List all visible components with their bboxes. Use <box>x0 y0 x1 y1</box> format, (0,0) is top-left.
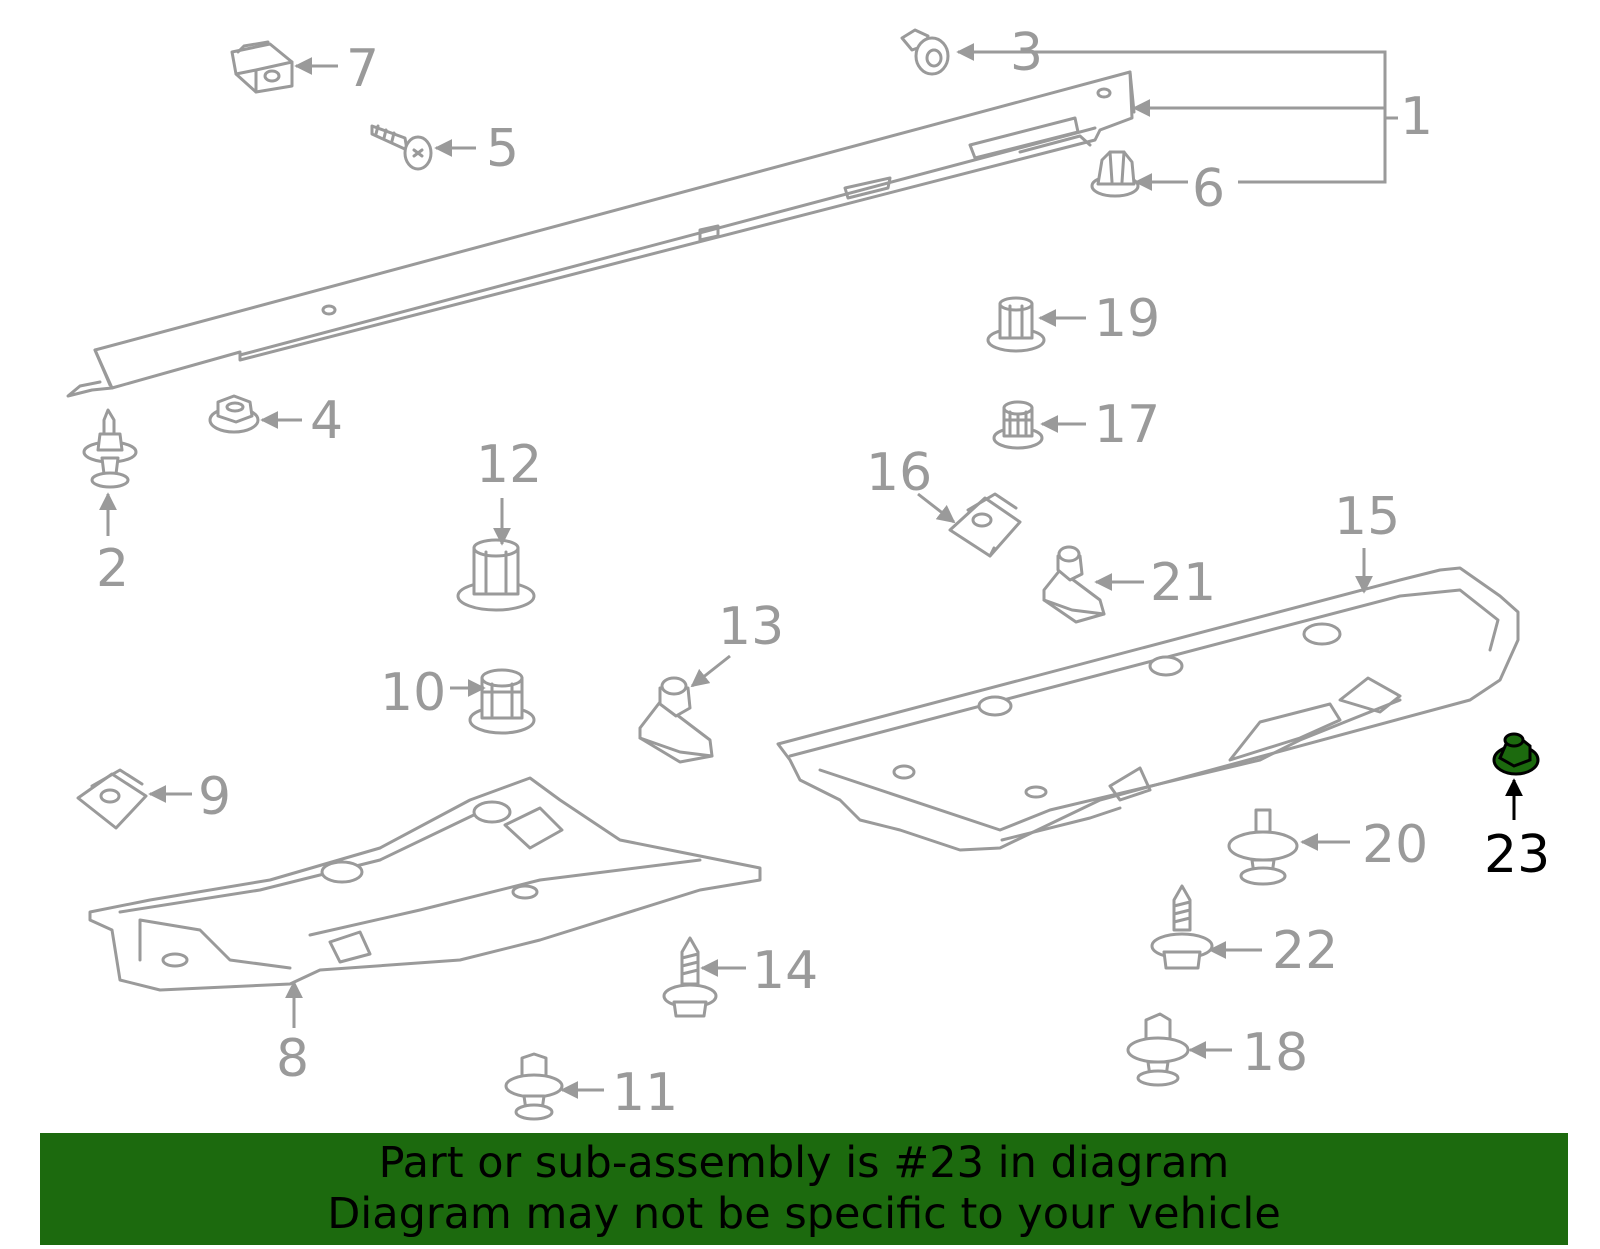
callout-15: 15 <box>1334 487 1400 547</box>
part-2-push-clip <box>82 408 138 489</box>
callout-10: 10 <box>380 663 446 723</box>
part-20-push-clip <box>1227 808 1299 886</box>
callout-6: 6 <box>1192 159 1225 219</box>
part-10-nut <box>468 668 536 735</box>
callout-9: 9 <box>198 767 231 827</box>
part-5-screw <box>370 124 433 171</box>
part-14-bolt <box>662 936 718 1018</box>
callout-5: 5 <box>486 119 519 179</box>
callout-14: 14 <box>752 941 818 1001</box>
callout-17: 17 <box>1094 395 1160 455</box>
callout-16: 16 <box>866 443 932 503</box>
callout-19: 19 <box>1094 289 1160 349</box>
part-6-clip <box>1090 150 1140 198</box>
part-11-push-clip <box>504 1052 564 1121</box>
part-23-clip-highlighted[interactable] <box>1492 732 1540 776</box>
leader-lines <box>99 43 1523 1099</box>
part-15-splash-shield <box>776 566 1520 852</box>
callout-4: 4 <box>310 391 343 451</box>
part-9-nut-clip <box>76 768 148 830</box>
part-17-nut <box>992 400 1044 450</box>
callout-12: 12 <box>476 435 542 495</box>
notice-banner <box>40 1133 1568 1245</box>
banner-line-1: Part or sub-assembly is #23 in diagram <box>378 1138 1230 1188</box>
part-7-nut-clip <box>230 40 294 94</box>
callout-13: 13 <box>718 597 784 657</box>
callout-labels: 1 2 3 4 5 6 7 8 9 10 11 12 13 14 15 16 1… <box>96 23 1550 1123</box>
callout-20: 20 <box>1362 815 1428 875</box>
part-21-retainer <box>1042 545 1106 624</box>
callout-18: 18 <box>1242 1023 1308 1083</box>
banner-line-2: Diagram may not be specific to your vehi… <box>327 1189 1281 1239</box>
callout-21: 21 <box>1150 553 1216 613</box>
part-16-nut-clip <box>948 492 1022 558</box>
notice-banner-text: Part or sub-assembly is #23 in diagram D… <box>40 1133 1568 1245</box>
part-18-push-clip <box>1126 1012 1190 1087</box>
callout-2: 2 <box>96 539 129 599</box>
callout-1: 1 <box>1400 87 1433 147</box>
part-19-grommet <box>986 296 1046 353</box>
part-22-bolt <box>1150 884 1214 970</box>
part-1-rocker-molding <box>66 70 1136 398</box>
callout-11: 11 <box>612 1063 678 1123</box>
callout-3: 3 <box>1010 23 1043 83</box>
part-4-nut <box>208 394 260 434</box>
callout-23-highlighted: 23 <box>1484 825 1550 885</box>
part-12-grommet <box>456 538 536 612</box>
callout-22: 22 <box>1272 921 1338 981</box>
callout-7: 7 <box>346 39 379 99</box>
part-13-retainer <box>638 676 714 764</box>
part-8-splash-shield <box>88 776 762 992</box>
callout-8: 8 <box>276 1029 309 1089</box>
part-3-clip <box>900 28 950 76</box>
